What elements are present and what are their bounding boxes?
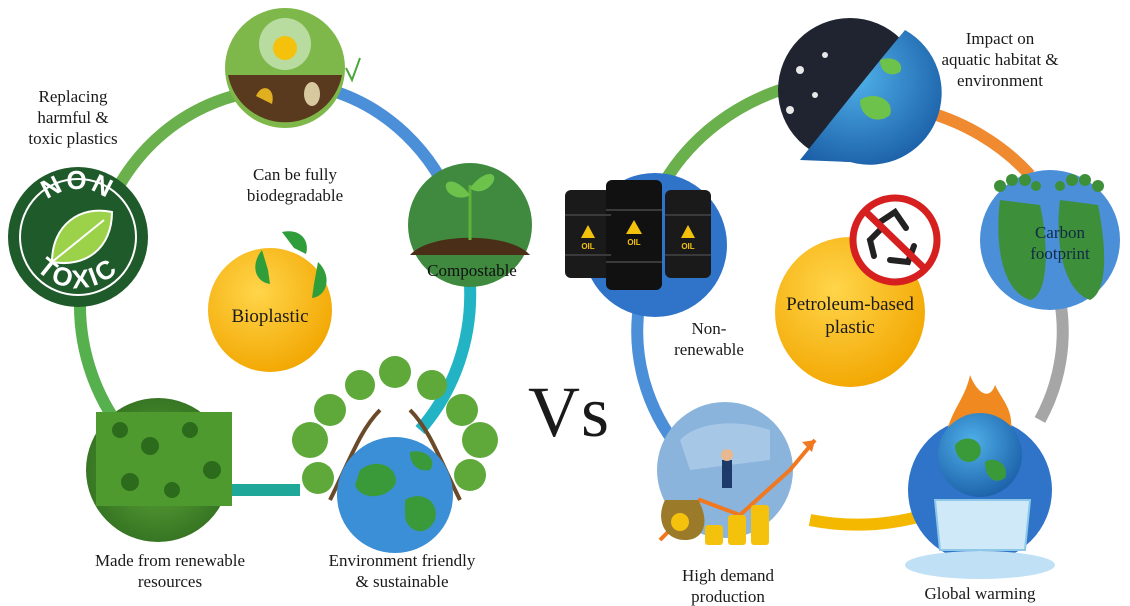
- label-bioplastic-center: Bioplastic: [231, 306, 309, 327]
- label-renewable-resources: Made from renewable resources: [94, 551, 246, 591]
- oil-label-3: OIL: [681, 242, 694, 251]
- recycle-leaf-icon: [255, 231, 327, 298]
- label-petroleum-center: Petroleum-based plastic: [786, 294, 914, 338]
- aquatic-impact-node: [778, 18, 942, 165]
- oil-label-1: OIL: [581, 242, 594, 251]
- global-warming-node: [905, 375, 1055, 579]
- label-global-warming: Global warming: [924, 584, 1036, 603]
- bioplastic-center-circle: [208, 248, 332, 372]
- ring-arc-orange-right: [918, 104, 1035, 180]
- carbon-footprint-node: [980, 170, 1120, 310]
- versus-text: Vs: [528, 372, 611, 452]
- renewable-resources-node: [86, 398, 232, 542]
- label-environment-friendly: Environment friendly & sustainable: [328, 551, 476, 591]
- non-renewable-node: [565, 173, 727, 317]
- ring-arc-gray-right: [1034, 298, 1069, 423]
- label-high-demand: High demand production: [681, 566, 775, 606]
- oil-label-2: OIL: [627, 238, 640, 247]
- label-compostable: Compostable: [427, 261, 517, 280]
- label-replacing-toxic: Replacing harmful & toxic plastics: [28, 87, 118, 148]
- label-aquatic-impact: Impact on aquatic habitat & environment: [941, 29, 1059, 90]
- ring-arc-teal-left: [415, 284, 477, 434]
- oil-labels: OIL OIL OIL: [581, 238, 694, 251]
- petroleum-cycle: [565, 18, 1120, 579]
- compostable-node: [408, 163, 532, 287]
- non-toxic-badge: [8, 167, 148, 307]
- no-recycle-sign-icon: [849, 194, 941, 286]
- label-non-renewable: Non- renewable: [674, 319, 744, 359]
- environment-friendly-node: [292, 356, 498, 553]
- high-demand-node: [657, 402, 817, 545]
- label-carbon-footprint: Carbon footprint: [1030, 223, 1090, 263]
- biodegradable-node: [225, 8, 361, 128]
- label-biodegradable: Can be fully biodegradable: [246, 165, 344, 205]
- ring-arc-green-right: [654, 84, 782, 193]
- bioplastic-cycle: [8, 8, 532, 553]
